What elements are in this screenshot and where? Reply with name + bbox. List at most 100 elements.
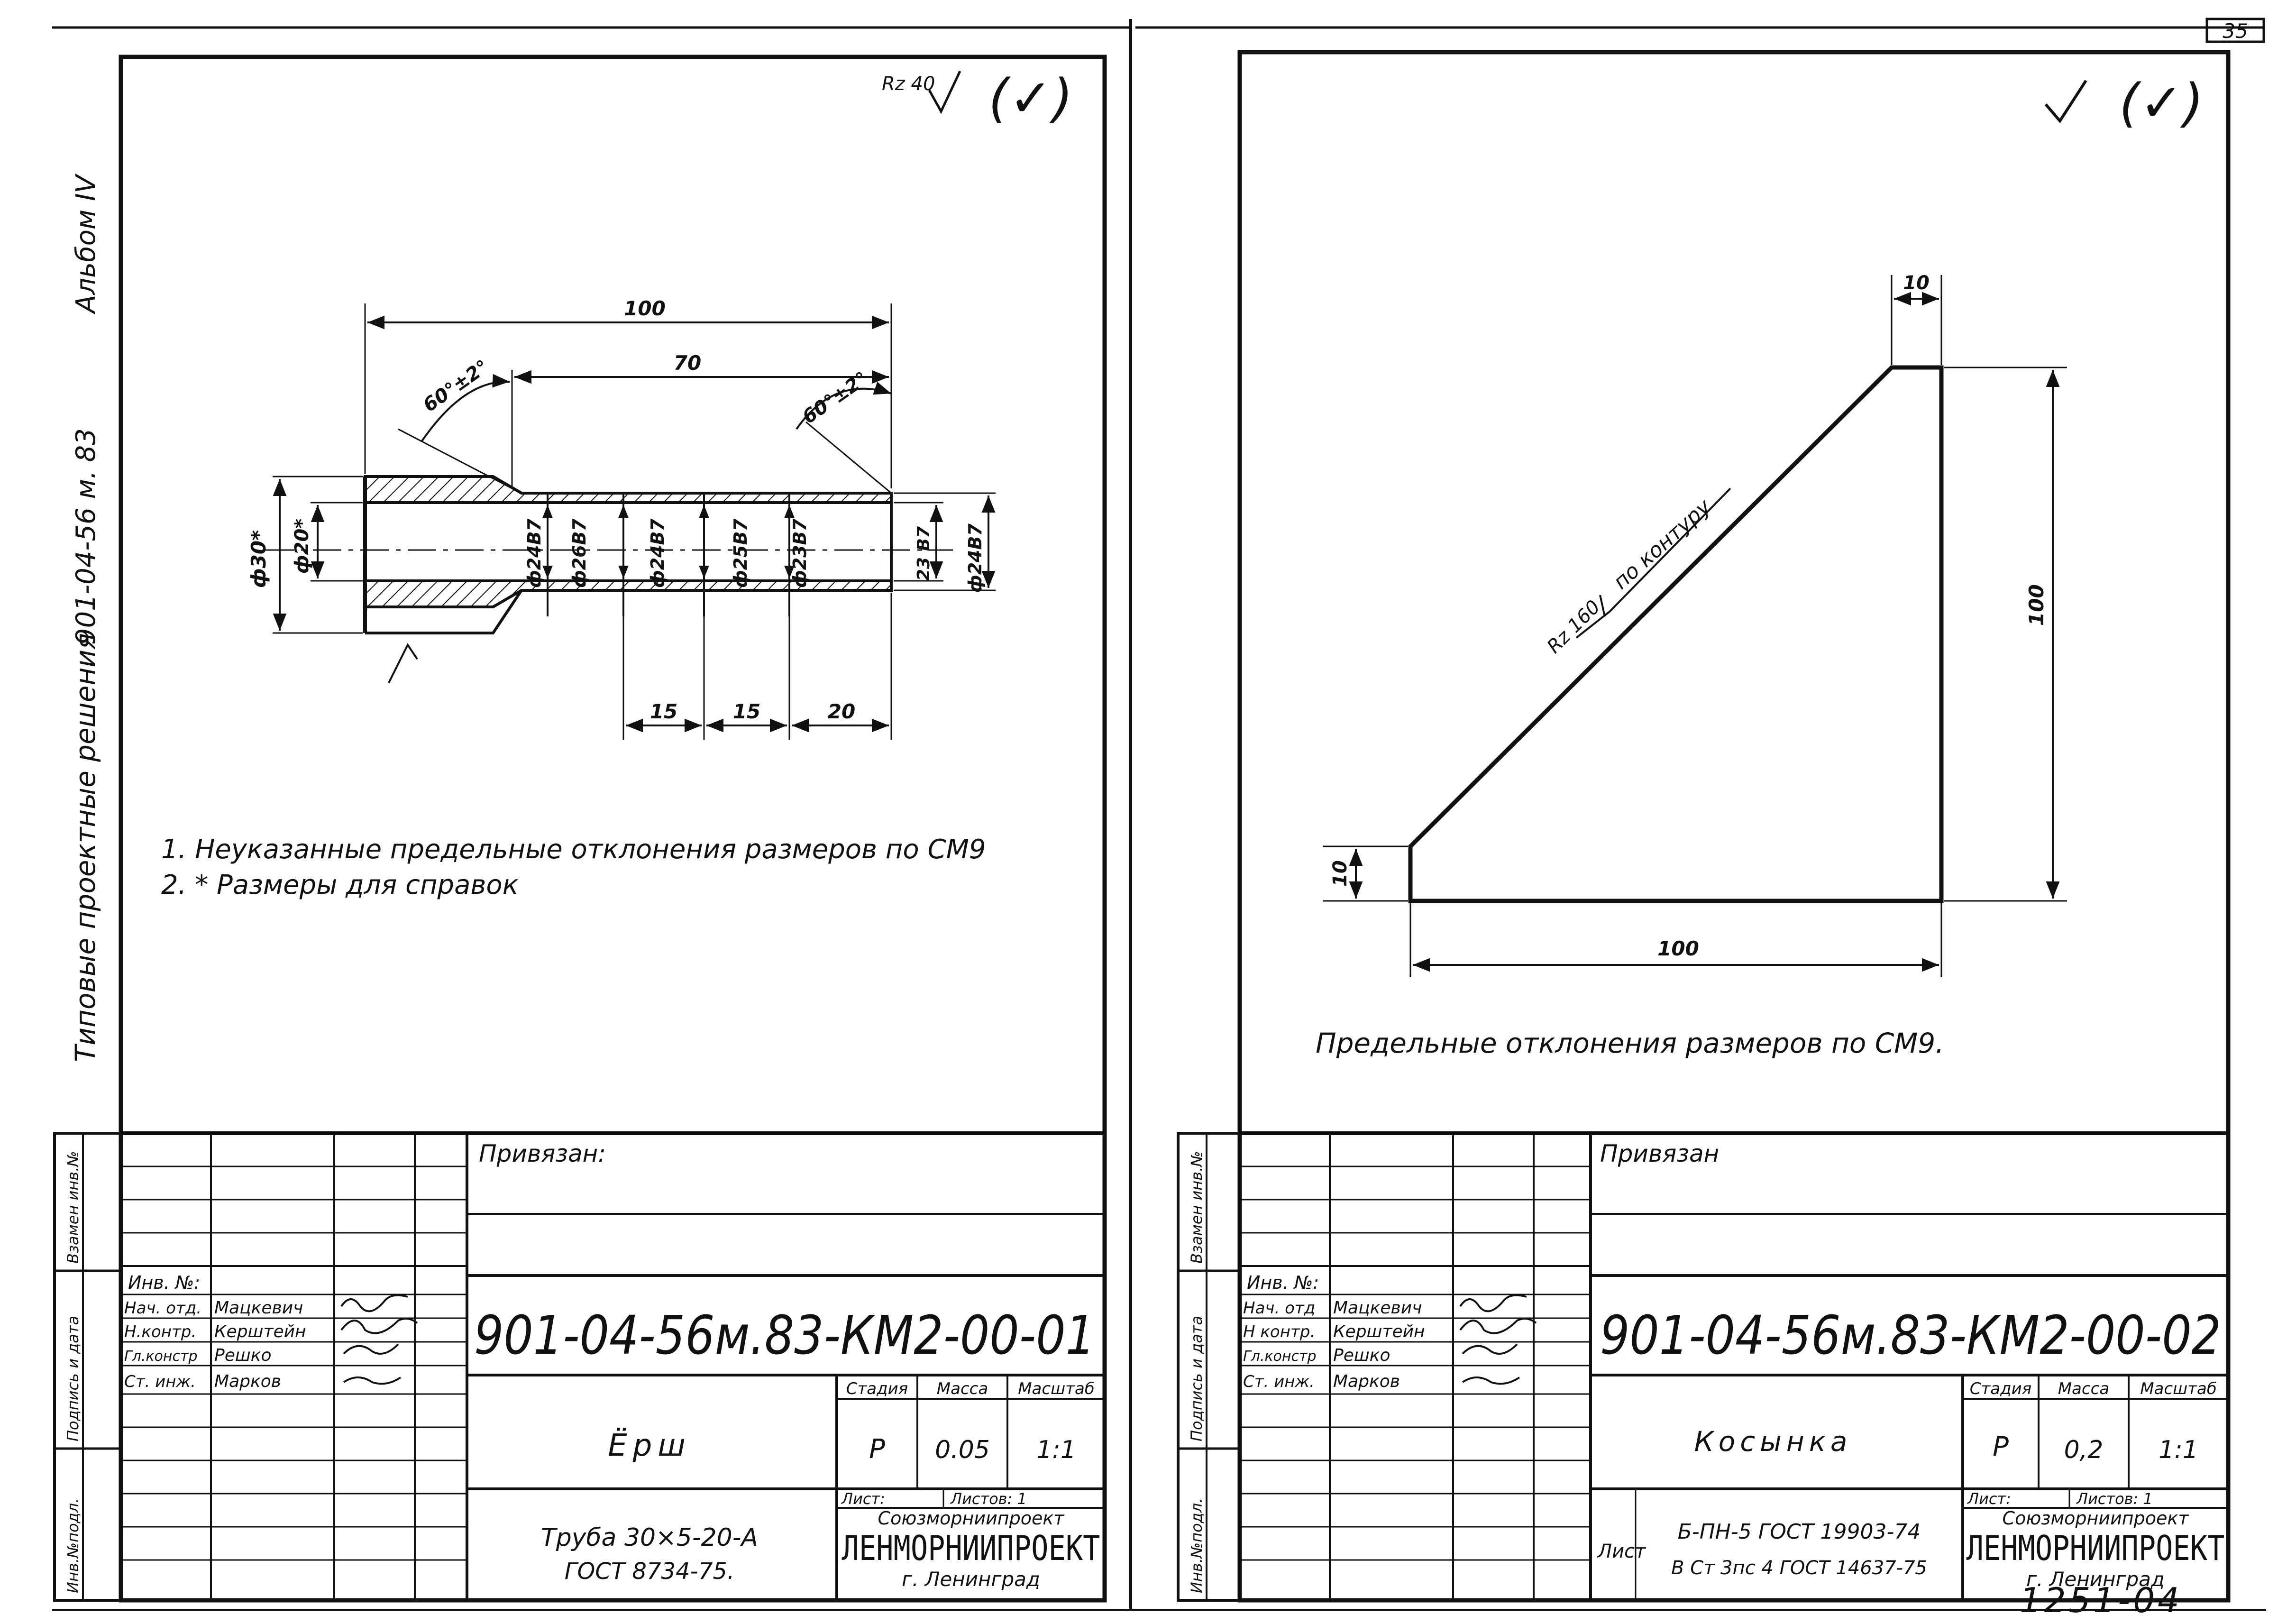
gusset-roughness: Rz 160 [1543,596,1605,658]
left-roughness-value: Rz 40 [882,73,935,95]
right-name-4: Марков [1333,1372,1400,1391]
left-role-3: Гл.констр [124,1348,198,1365]
right-role-3: Гл.констр [1243,1348,1317,1365]
bottom-archive-number: 1251-04 [2020,1580,2182,1620]
right-scale-header: Масштаб [2140,1379,2217,1398]
left-notes: 1. Неуказанные предельные отклонения раз… [161,834,986,900]
dim-d20: ф20* [291,519,313,574]
album-label: Альбом IV [71,174,101,314]
dim-inner: 70 [674,351,701,375]
right-stage: Р [1993,1431,2009,1462]
left-note-2: 2. * Размеры для справок [161,870,519,900]
left-material-2: ГОСТ 8734-75. [565,1558,734,1585]
dim-overall: 100 [624,297,666,320]
right-title-block [1177,1131,2228,1602]
left-signatures [340,1294,418,1385]
left-org-3: г. Ленинград [902,1568,1040,1591]
right-mass: 0,2 [2064,1436,2104,1464]
right-name-1: Мацкевич [1333,1298,1422,1318]
page-frame [52,18,2266,1611]
dim-d24b: ф24В7 [647,518,668,588]
gusset-contour-label: по контуру [1609,494,1716,594]
left-role-2: Н.контр. [124,1322,196,1341]
dim-d26: ф26В7 [569,518,590,588]
right-sheet-label-left: Лист [1597,1541,1647,1562]
right-stage-header: Стадия [1970,1379,2031,1398]
right-role-4: Ст. инж. [1243,1372,1315,1391]
gusset-dim-top: 10 [1903,272,1930,294]
right-roughness-check: (✓) [2119,73,2204,133]
left-title-block [53,1131,1105,1602]
page-number: 35 [2223,19,2248,43]
right-part-name: Косынка [1694,1425,1852,1458]
left-stamp-replaced: Взамен инв.№ [64,1151,82,1264]
right-title-texts: Привязан Инв. №: Нач. отд Н контр. Гл.ко… [1188,1140,2225,1593]
left-stage-header: Стадия [846,1379,908,1398]
right-name-3: Решко [1333,1346,1390,1365]
left-sheet-border [119,55,1107,1603]
left-role-1: Нач. отд. [124,1299,201,1318]
bushing-dimensions: 100 70 60°±2° 60°±2° ф30* ф20* ф24В7 ф26… [247,297,986,723]
dim-d23: ф23В7 [789,518,810,588]
right-designation: 901-04-56м.83-КМ2-00-02 [1600,1305,2221,1367]
left-scale-header: Масштаб [1018,1379,1095,1398]
right-material-2: В Ст 3пс 4 ГОСТ 14637-75 [1671,1557,1927,1579]
right-signatures [1459,1294,1537,1385]
left-scale: 1:1 [1036,1436,1076,1464]
right-org-2: ЛЕНМОРНИИПРОЕКТ [1967,1528,2225,1568]
left-part-name: Ёрш [608,1428,691,1463]
right-stamp-inv-podl: Инв.№подл. [1188,1498,1206,1593]
dim-d30: ф30* [247,530,270,588]
left-sheet: Rz 40 (✓) [53,55,1107,1603]
dim-d25: ф25В7 [730,518,751,588]
right-note: Предельные отклонения размеров по СМ9. [1316,1027,1944,1059]
left-roughness-check: (✓) [988,68,1073,128]
left-bound-label: Привязан: [479,1140,606,1167]
right-org-3: г. Ленинград [2026,1568,2165,1591]
right-role-1: Нач. отд [1243,1299,1315,1318]
left-sheet-label: Лист: [841,1490,885,1508]
left-inv-label: Инв. №: [128,1272,200,1293]
right-roughness-symbol: (✓) [2044,73,2204,133]
left-material-1: Труба 30×5-20-А [541,1523,758,1552]
bushing-bottom-wall [364,579,893,608]
left-name-4: Марков [214,1372,281,1391]
gusset-dim-bottom: 100 [1657,937,1699,960]
series-label: 901-04-56 м. 83 [71,428,101,645]
dim-step-15b: 15 [733,700,760,723]
right-name-2: Керштейн [1333,1322,1425,1341]
left-org-1: Союзморниипроект [878,1508,1065,1529]
right-org-1: Союзморниипроект [2003,1508,2190,1529]
side-labels: Альбом IV 901-04-56 м. 83 Типовые проект… [69,174,101,1062]
left-name-1: Мацкевич [214,1298,303,1318]
right-stamp-replaced: Взамен инв.№ [1188,1151,1206,1264]
left-name-2: Керштейн [214,1322,306,1341]
left-org-2: ЛЕНМОРНИИПРОЕКТ [842,1528,1100,1568]
left-title-texts: Привязан: Инв. №: Нач. отд. Н.контр. Гл.… [64,1140,1100,1593]
gusset-outline [1408,365,1944,903]
gusset-dim-left: 10 [1329,860,1351,887]
dim-step-15a: 15 [650,700,677,723]
dim-step-20: 20 [828,700,855,723]
right-sheet-label: Лист: [1967,1490,2011,1508]
dim-d23b: 23 В7 [914,526,933,581]
left-sheets-count: Листов: 1 [950,1490,1027,1508]
right-sheet: (✓) 10 100 10 [1177,41,2264,1620]
left-note-1: 1. Неуказанные предельные отклонения раз… [161,834,986,865]
right-inv-label: Инв. №: [1247,1272,1319,1293]
left-roughness-symbol: Rz 40 (✓) [882,68,1073,128]
dim-d24c: ф24В7 [965,523,986,593]
right-sheet-border [1237,50,2231,1603]
dim-d24a: ф24В7 [524,518,545,588]
left-designation: 901-04-56м.83-КМ2-00-01 [474,1305,1095,1367]
left-role-4: Ст. инж. [124,1372,196,1391]
left-stage: Р [869,1434,885,1465]
right-sheets-count: Листов: 1 [2076,1490,2153,1508]
left-stamp-signature: Подпись и дата [64,1316,82,1441]
right-scale: 1:1 [2159,1436,2198,1464]
typical-solutions-label: Типовые проектные решения [69,633,101,1062]
bushing-drawing [265,303,996,740]
left-name-3: Решко [214,1346,272,1365]
gusset-dim-height: 100 [2025,584,2048,626]
